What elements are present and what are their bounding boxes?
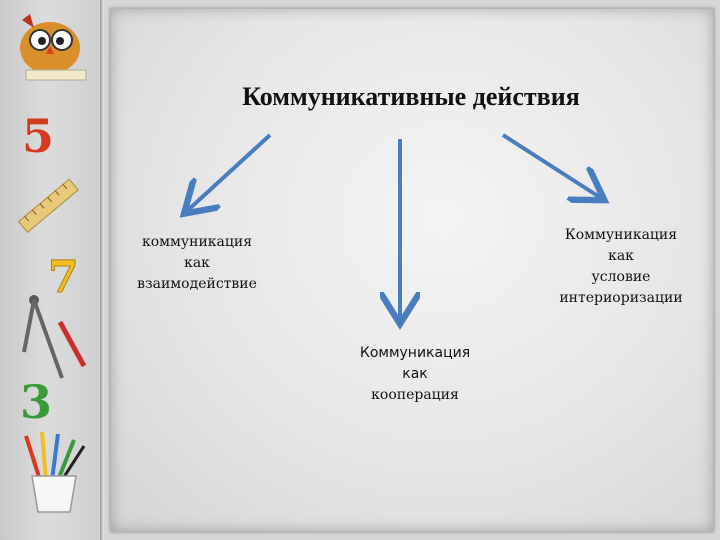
node-interiorization-line-2: как (608, 248, 634, 264)
diagram-title: Коммуникативные действия (242, 82, 580, 111)
node-cooperation-line-2: как (402, 366, 428, 382)
arrow-left (187, 133, 272, 211)
arrow-right (501, 133, 601, 198)
digit-seven-icon: 7 (48, 252, 79, 303)
node-interaction-line-2: как (184, 255, 210, 271)
node-interiorization-line-4: интериоризации (559, 290, 683, 306)
decorative-sidebar (0, 0, 102, 540)
digit-five-icon: 5 (22, 109, 54, 163)
owl-icon (20, 14, 87, 81)
ruler-icon (17, 178, 79, 234)
node-interaction-line-3: взаимодействие (137, 276, 257, 292)
node-interiorization-line-3: условие (591, 269, 651, 285)
slide-panel (110, 8, 714, 532)
node-cooperation-line-1: Коммуникация (359, 345, 471, 361)
node-interaction: коммуникация как взаимодействие (124, 232, 270, 295)
compass-icon (22, 295, 87, 379)
sidebar-divider (100, 0, 104, 540)
node-cooperation: Коммуникация как кооперация (340, 343, 490, 406)
node-interaction-line-1: коммуникация (141, 234, 253, 250)
digit-three-icon: 3 (20, 375, 52, 429)
node-cooperation-line-3: кооперация (371, 387, 459, 403)
node-interiorization-line-1: Коммуникация (564, 227, 678, 243)
pencil-cup-icon (24, 431, 86, 513)
node-interiorization: Коммуникация как условие интериоризации (546, 225, 696, 309)
sidebar-illustrations: 5 7 3 (17, 14, 87, 513)
